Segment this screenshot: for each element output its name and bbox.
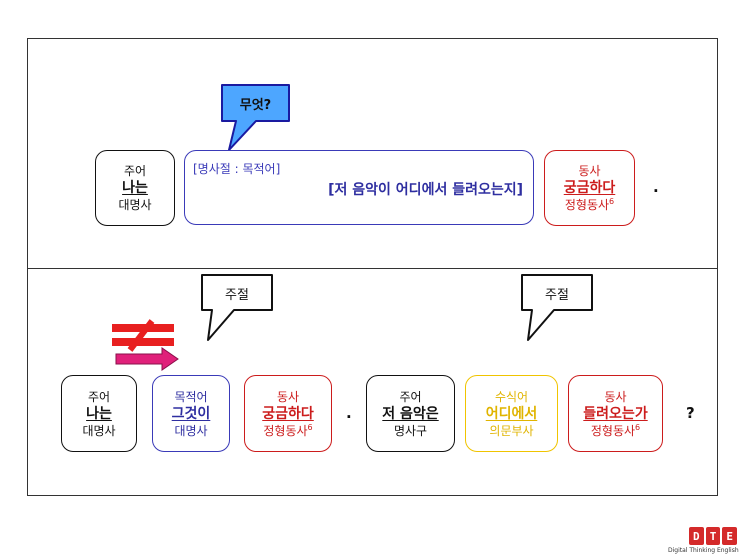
bottom-modifier-box: 수식어 어디에서 의문부사	[465, 375, 558, 452]
logo-letter-t: T	[705, 527, 721, 545]
bottom-subject2-word: 저 음악은	[382, 405, 439, 422]
question-bubble-text: 무엇?	[239, 98, 272, 113]
bottom-verb1-box: 동사 궁금하다 정형동사6	[244, 375, 332, 452]
top-verb-box: 동사 궁금하다 정형동사6	[544, 150, 635, 226]
bottom-object-word: 그것이	[171, 405, 211, 422]
logo-subtitle: Digital Thinking English	[668, 547, 739, 554]
top-subject-box: 주어 나는 대명사	[95, 150, 175, 226]
bottom-subject-label: 주어	[87, 389, 111, 404]
bottom-period: .	[346, 404, 352, 422]
top-clause-tag: [명사절 : 목적어]	[193, 162, 281, 176]
bottom-verb2-label: 동사	[604, 389, 627, 404]
bottom-question-mark: ?	[686, 404, 695, 422]
dte-logo: D T E	[689, 527, 738, 545]
bottom-verb1-word: 궁금하다	[262, 405, 314, 422]
bottom-subject2-label: 주어	[399, 389, 422, 404]
bottom-verb2-box: 동사 들려오는가 정형동사6	[568, 375, 663, 452]
bottom-verb2-word: 들려오는가	[583, 405, 648, 422]
logo-letter-d: D	[689, 527, 704, 545]
bottom-verb2-pos: 정형동사6	[590, 422, 641, 438]
top-verb-pos: 정형동사6	[564, 197, 615, 213]
logo-letter-e: E	[722, 527, 738, 545]
main-clause-bubble-1-text: 주절	[225, 288, 249, 303]
bottom-object-pos: 대명사	[174, 423, 208, 438]
bottom-modifier-pos: 의문부사	[489, 423, 534, 438]
top-period: .	[653, 178, 659, 196]
bottom-object-box: 목적어 그것이 대명사	[152, 375, 230, 452]
bottom-modifier-word: 어디에서	[485, 405, 538, 422]
bottom-verb1-label: 동사	[276, 389, 300, 404]
top-verb-label: 동사	[578, 164, 601, 178]
main-clause-bubble-2-text: 주절	[545, 288, 569, 303]
bottom-object-label: 목적어	[174, 389, 208, 404]
top-verb-word: 궁금하다	[563, 180, 616, 196]
bottom-modifier-label: 수식어	[494, 389, 529, 404]
top-subject-pos: 대명사	[118, 198, 152, 212]
bottom-subject-word: 나는	[86, 405, 112, 422]
bottom-subject2-pos: 명사구	[393, 423, 428, 438]
bottom-panel	[27, 268, 718, 496]
bottom-subject-box: 주어 나는 대명사	[61, 375, 137, 452]
top-subject-label: 주어	[123, 164, 147, 178]
bottom-subject-pos: 대명사	[82, 423, 116, 438]
top-clause-box: [명사절 : 목적어] [저 음악이 어디에서 들려오는지]	[184, 150, 534, 225]
bottom-verb1-pos: 정형동사6	[263, 422, 313, 438]
top-subject-word: 나는	[122, 180, 148, 196]
bottom-subject2-box: 주어 저 음악은 명사구	[366, 375, 455, 452]
top-clause-text: [저 음악이 어디에서 들려오는지]	[328, 182, 523, 198]
